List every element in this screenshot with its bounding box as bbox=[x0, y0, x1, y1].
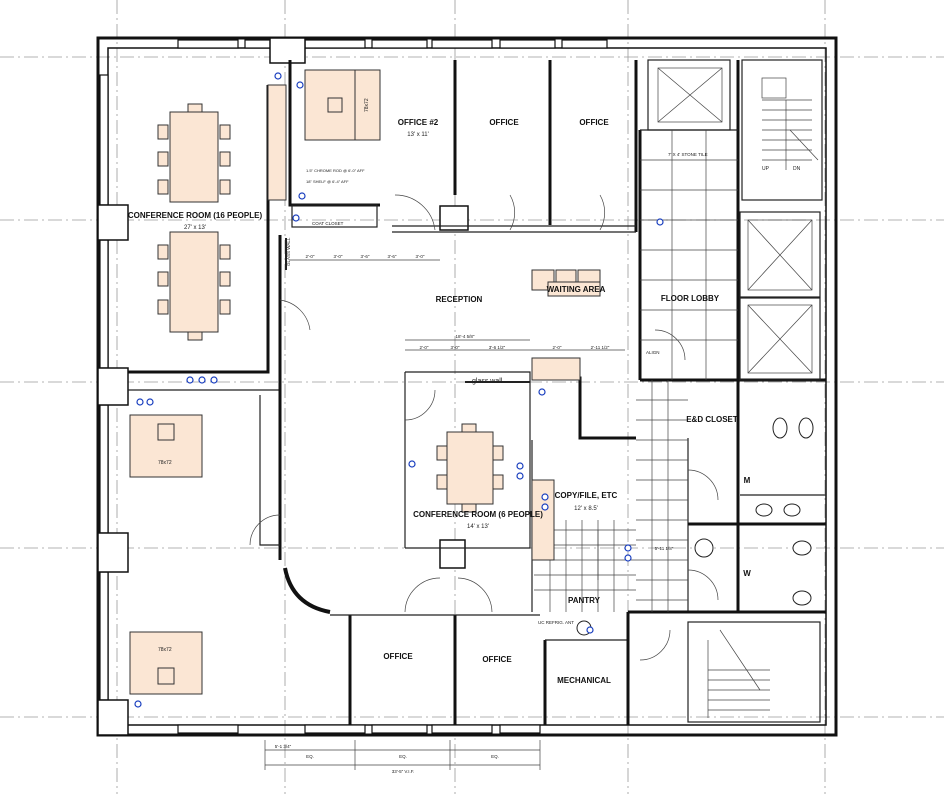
room-name-floor-lobby: FLOOR LOBBY bbox=[661, 294, 720, 303]
room-name-ed-closet: E&D CLOSET bbox=[686, 415, 738, 424]
stair-up-note: UP bbox=[762, 166, 770, 172]
room-name-waiting-area: WAITING AREA bbox=[547, 285, 606, 294]
electrical-symbols bbox=[134, 72, 664, 708]
stair-down-note: DN bbox=[793, 166, 801, 172]
room-name-reception: RECEPTION bbox=[436, 295, 483, 304]
note-align: ALIGN bbox=[646, 350, 660, 355]
dim-closet-4: 3'-6" bbox=[388, 254, 397, 259]
dim-eq-1: EQ. bbox=[306, 754, 314, 759]
room-name-office-b: OFFICE bbox=[579, 118, 609, 127]
dim-closet-1: 2'-0" bbox=[306, 254, 315, 259]
dim-d: 2'-0" bbox=[553, 345, 562, 350]
room-labels: CONFERENCE ROOM (16 PEOPLE) 27' x 13' OF… bbox=[128, 118, 751, 685]
note-coat-closet: COAT CLOSET bbox=[312, 221, 344, 226]
room-name-copy-file: COPY/FILE, ETC bbox=[555, 491, 618, 500]
dim-c: 3'-6 1/2" bbox=[489, 345, 506, 350]
dim-eq-2: EQ. bbox=[399, 754, 407, 759]
door-swings bbox=[249, 194, 719, 661]
note-glass-wall-side: GLASS WALL bbox=[286, 237, 291, 266]
room-size-conference-6: 14' x 13' bbox=[467, 524, 489, 530]
desk-size-bottom: 78x72 bbox=[158, 647, 172, 653]
note-pantry: UC REFRIG. ANT bbox=[538, 620, 574, 625]
dim-e: 2'-11 1/2" bbox=[591, 345, 610, 350]
room-name-office-c: OFFICE bbox=[383, 652, 413, 661]
dim-corridor: 5'-11 1/8" bbox=[655, 546, 674, 551]
room-name-pantry: PANTRY bbox=[568, 596, 601, 605]
room-name-womens: W bbox=[743, 569, 751, 578]
room-name-office-d: OFFICE bbox=[482, 655, 512, 664]
room-name-office-a: OFFICE bbox=[489, 118, 519, 127]
interior-walls bbox=[128, 59, 826, 725]
dim-b: 3'-0" bbox=[451, 345, 460, 350]
dim-closet-5: 3'-0" bbox=[416, 254, 425, 259]
dim-b1: 5'-1 3/4" bbox=[275, 744, 292, 749]
note-shelf: 18" SHELF @ 6'-4" AFF bbox=[306, 179, 349, 184]
room-size-office-2: 13' x 11' bbox=[407, 132, 429, 138]
note-glass-wall: glass wall bbox=[472, 378, 503, 385]
desk-size-office-2: 78x72 bbox=[364, 98, 370, 112]
dim-eq-3: EQ. bbox=[491, 754, 499, 759]
room-size-copy-file: 12' x 8.5' bbox=[574, 506, 598, 512]
furniture bbox=[129, 69, 814, 695]
room-name-mens: M bbox=[744, 476, 751, 485]
room-name-conference-6: CONFERENCE ROOM (6 PEOPLE) bbox=[413, 510, 543, 519]
dimension-lines bbox=[264, 259, 625, 770]
dim-closet-2: 3'-0" bbox=[334, 254, 343, 259]
note-stone-tile: 7' X 4' STONE TILE bbox=[668, 152, 708, 157]
room-name-conference-16: CONFERENCE ROOM (16 PEOPLE) bbox=[128, 211, 263, 220]
room-name-mechanical: MECHANICAL bbox=[557, 676, 611, 685]
desk-size-top: 78x72 bbox=[158, 460, 172, 466]
dim-closet-3: 3'-6" bbox=[361, 254, 370, 259]
tile-floors bbox=[534, 130, 738, 612]
note-chrome-rod: 1.5" CHROME ROD @ 6'-0" AFF bbox=[306, 168, 365, 173]
room-size-conference-16: 27' x 13' bbox=[184, 225, 206, 231]
dim-conf6-width: 18'-4 5/8" bbox=[456, 334, 475, 339]
dim-total: 33'-5" V.I.F. bbox=[392, 769, 415, 774]
dim-a: 2'-0" bbox=[420, 345, 429, 350]
plan-notes: glass wall 7' X 4' STONE TILE COAT CLOSE… bbox=[158, 98, 801, 653]
room-name-office-2: OFFICE #2 bbox=[398, 118, 439, 127]
dimension-texts: 18'-4 5/8" 2'-0" 3'-0" 3'-6 1/2" 2'-0" 2… bbox=[275, 254, 674, 774]
